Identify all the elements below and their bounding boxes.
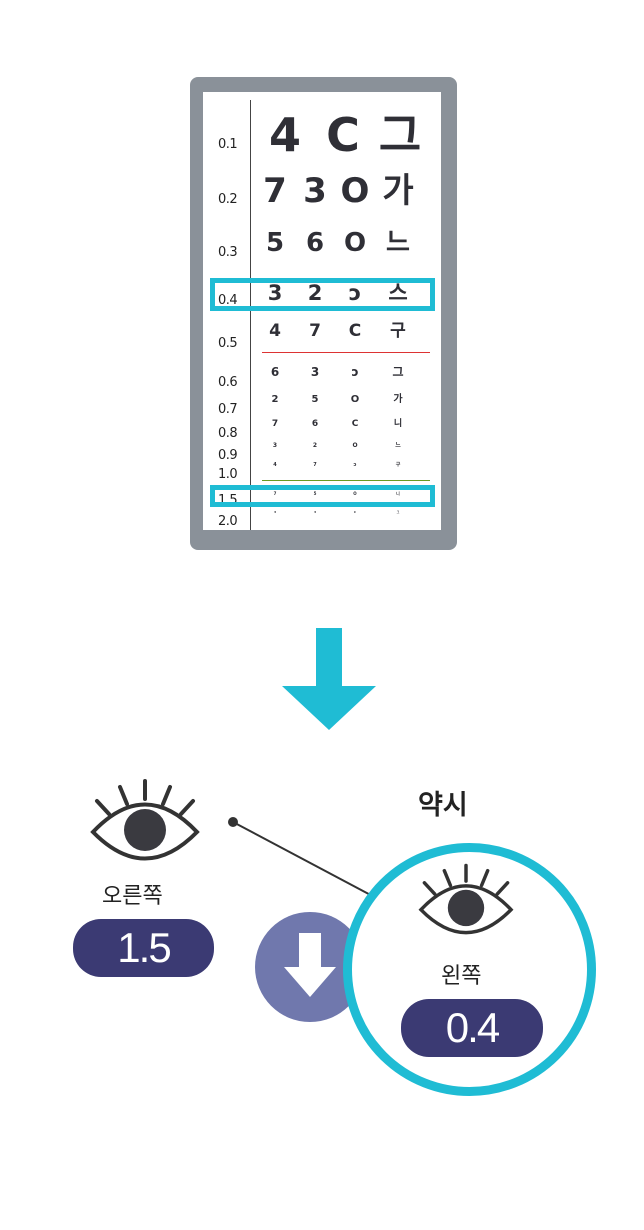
right-eye-value: 1.5 bbox=[73, 919, 214, 977]
highlight-row-0-4 bbox=[210, 278, 435, 311]
optotype-symbol: ɔ bbox=[348, 281, 362, 305]
acuity-label: 0.6 bbox=[218, 375, 238, 390]
optotype-symbol: 7 bbox=[263, 171, 287, 211]
optotype-symbol: 구 bbox=[390, 321, 406, 341]
optotype-symbol: 2 bbox=[307, 281, 323, 305]
acuity-label: 0.1 bbox=[218, 137, 238, 152]
right-eye-icon bbox=[90, 779, 200, 861]
optotype-symbol: 5 bbox=[313, 491, 317, 496]
amblyopia-label: 약시 bbox=[418, 790, 468, 821]
optotype-symbol: 3 bbox=[267, 281, 283, 305]
optotype-symbol: O bbox=[340, 171, 370, 211]
optotype-symbol: 스 bbox=[388, 281, 408, 305]
acuity-label: 0.8 bbox=[218, 426, 238, 441]
optotype-symbol: 6 bbox=[270, 365, 280, 379]
optotype-symbol: 6 bbox=[305, 228, 325, 258]
optotype-symbol: 2 bbox=[312, 442, 318, 449]
optotype-symbol: 니 bbox=[396, 491, 400, 496]
down-arrow-icon bbox=[284, 933, 336, 997]
acuity-label: 0.3 bbox=[218, 245, 238, 260]
acuity-label: 1.0 bbox=[218, 467, 238, 482]
eye-chart-green-line bbox=[262, 480, 430, 481]
down-arrow-head bbox=[282, 686, 376, 730]
optotype-symbol: 3 bbox=[273, 510, 277, 514]
optotype-symbol: 그 bbox=[396, 510, 400, 514]
optotype-symbol: 그 bbox=[392, 365, 404, 379]
acuity-label: 0.2 bbox=[218, 192, 238, 207]
optotype-symbol: O bbox=[350, 394, 360, 405]
eye-chart-divider bbox=[250, 100, 251, 530]
left-eye-icon bbox=[418, 863, 514, 935]
optotype-symbol: 2 bbox=[271, 394, 279, 405]
acuity-label: 0.4 bbox=[218, 293, 238, 308]
optotype-symbol: C bbox=[326, 108, 360, 162]
acuity-label: 0.7 bbox=[218, 402, 238, 417]
acuity-label: 2.0 bbox=[218, 514, 238, 529]
optotype-symbol: O bbox=[343, 228, 367, 258]
eye-chart-paper bbox=[203, 92, 441, 530]
left-eye-value: 0.4 bbox=[401, 999, 543, 1057]
optotype-symbol: 5 bbox=[265, 228, 285, 258]
right-eye-label: 오른쪽 bbox=[102, 884, 163, 909]
acuity-label: 0.5 bbox=[218, 336, 238, 351]
left-eye-label: 왼쪽 bbox=[441, 964, 482, 989]
optotype-symbol: C bbox=[351, 419, 359, 429]
optotype-symbol: O bbox=[352, 442, 358, 449]
optotype-symbol: 4 bbox=[273, 462, 277, 468]
eye-chart-red-line bbox=[262, 352, 430, 353]
optotype-symbol: C bbox=[348, 321, 362, 341]
optotype-symbol: 3 bbox=[310, 365, 320, 379]
optotype-symbol: 4 bbox=[269, 321, 281, 341]
optotype-symbol: 3 bbox=[303, 171, 327, 211]
optotype-symbol: C bbox=[353, 510, 357, 514]
acuity-label: 0.9 bbox=[218, 448, 238, 463]
optotype-symbol: 7 bbox=[271, 419, 279, 429]
optotype-symbol: 구 bbox=[395, 462, 401, 468]
optotype-symbol: 4 bbox=[268, 108, 302, 162]
optotype-symbol: 5 bbox=[311, 394, 319, 405]
down-arrow-shaft bbox=[316, 628, 342, 688]
optotype-symbol: 7 bbox=[273, 491, 277, 496]
optotype-symbol: 7 bbox=[313, 462, 317, 468]
optotype-symbol: O bbox=[353, 491, 357, 496]
optotype-symbol: 니 bbox=[393, 419, 403, 429]
optotype-symbol: 느 bbox=[395, 442, 401, 449]
optotype-symbol: 가 bbox=[393, 394, 403, 405]
highlight-row-1-5 bbox=[210, 485, 435, 507]
optotype-symbol: ɔ bbox=[351, 365, 359, 379]
optotype-symbol: 그 bbox=[378, 108, 422, 162]
optotype-symbol: 7 bbox=[309, 321, 321, 341]
optotype-symbol: 6 bbox=[311, 419, 319, 429]
optotype-symbol: 느 bbox=[386, 228, 410, 258]
optotype-symbol: 가 bbox=[382, 171, 414, 211]
optotype-symbol: 3 bbox=[313, 510, 317, 514]
optotype-symbol: ɔ bbox=[353, 462, 357, 468]
optotype-symbol: 3 bbox=[272, 442, 278, 449]
